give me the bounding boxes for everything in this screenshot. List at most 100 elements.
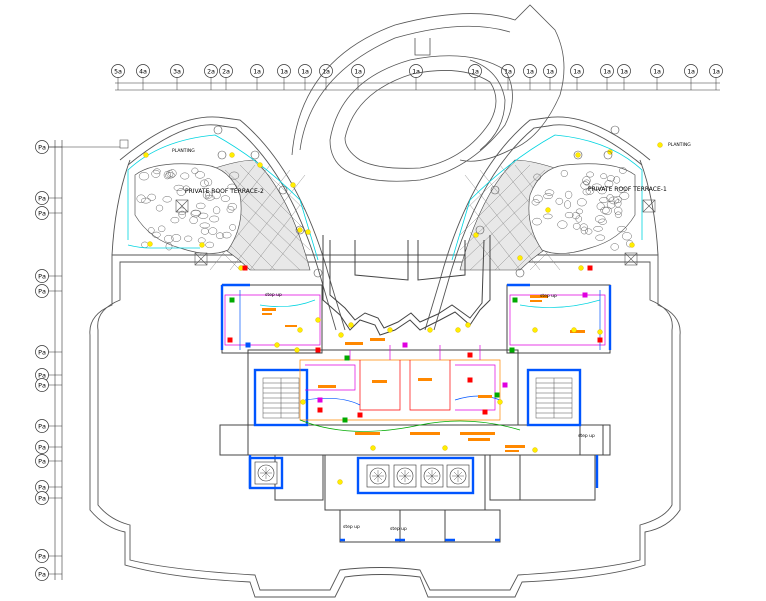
planting-stone [136,194,146,203]
step-up-label-3: step up [343,524,360,530]
step-up-label-1: step up [265,292,282,298]
planting-stone [178,210,186,219]
planting-stone [617,186,626,193]
light-fixtures [143,142,663,485]
rooftop-fan-units [254,461,470,488]
light-fixture [387,327,393,333]
electrical-device [467,352,473,358]
circle-markers [213,125,620,278]
light-fixture [532,327,538,333]
left-planting-stones [136,167,240,251]
planting-stone [221,231,232,239]
planting-stone [580,226,588,235]
planting-stone [560,170,568,177]
planting-stone [531,199,540,206]
left-grid-label: Pa [38,495,46,503]
planting-stone [557,220,568,229]
planting-stone [200,179,209,188]
left-grid-bubble: Pa [35,269,62,283]
planting-stone [165,242,173,251]
planting-stone [533,173,541,181]
planting-stone [176,188,186,196]
stair-left [262,377,300,419]
left-grid-bubble: Pa [35,140,62,154]
electrical-device [242,265,248,271]
planting-stone [220,195,230,202]
top-grid-bubble: 1a [709,64,723,90]
planting-stone [614,211,622,218]
planting-stone [583,179,590,186]
left-grid-label: Pa [38,553,46,561]
light-fixture [473,232,479,238]
planting-stone [204,178,213,187]
left-grid-bubble: Pa [35,480,62,494]
planting-stone [580,181,590,190]
light-fixture [370,445,376,451]
planting-stone [585,187,595,195]
top-grid-label: 2a [222,68,230,76]
step-up-label-2: step up [540,293,557,299]
planting-stone [622,232,632,241]
planting-stone [138,172,150,181]
top-grid-bubble: 1a [600,64,614,90]
top-grid-bubble: 2a [204,64,218,90]
top-grid-label: 1a [687,68,695,76]
left-grid-bubble: Pa [35,206,62,220]
top-grid-bubble: 1a [570,64,584,90]
electrical-device [317,407,323,413]
top-grid-bubble: 5a [111,64,125,90]
planting-stone [212,206,221,215]
top-grid-label: 1a [301,68,309,76]
top-grid-bubble: 1a [523,64,537,90]
planting-stone [544,189,555,196]
curved-atrium [291,4,565,182]
light-fixture [257,162,263,168]
light-fixture [348,322,354,328]
planting-stone [158,225,166,233]
left-grid-label: Pa [38,195,46,203]
left-grid-bubble: Pa [35,567,62,581]
planting-stone [533,194,543,203]
light-fixture [575,152,581,158]
left-grid-label: Pa [38,349,46,357]
planting-stone [597,187,607,195]
planting-stone [177,207,187,216]
planting-stone [164,234,174,243]
planting-stone [598,218,607,225]
top-grid-label: 1a [322,68,330,76]
planting-stone [205,241,215,249]
planting-stone [227,183,237,190]
planting-stone [618,167,627,174]
left-grid-label: Pa [38,372,46,380]
light-fixture [300,399,306,405]
planting-stone [182,185,190,192]
left-grid-bubble: Pa [35,549,62,563]
top-grid-label: 1a [620,68,628,76]
planting-stone [600,206,610,214]
left-grid-label: Pa [38,273,46,281]
top-grid-bubble: 1a [543,64,557,90]
planting-label-1: PLANTING [172,148,195,154]
planting-stone [198,212,209,219]
top-grid-bubble: 1a [650,64,664,90]
left-grid-bubble: Pa [35,454,62,468]
top-grid-label: 1a [573,68,581,76]
planting-stone [180,172,190,180]
planting-stone [227,202,237,211]
top-grid-label: 1a [471,68,479,76]
electrical-device [402,342,408,348]
electrical-wiring [224,290,606,432]
planting-stone [168,169,177,178]
planting-stone [555,197,564,205]
left-dimension-line [40,140,120,580]
planting-stone [543,193,553,200]
electrical-device [512,297,518,303]
left-grid-label: Pa [38,571,46,579]
light-fixture [607,149,613,155]
wing-walls [119,116,651,331]
planting-stone [195,202,206,210]
right-terrace: PRIVATE ROOF TERRACE-1 PLANTING [451,134,691,271]
electrical-device [344,355,350,361]
light-fixture [545,207,551,213]
planting-stone [170,216,180,224]
